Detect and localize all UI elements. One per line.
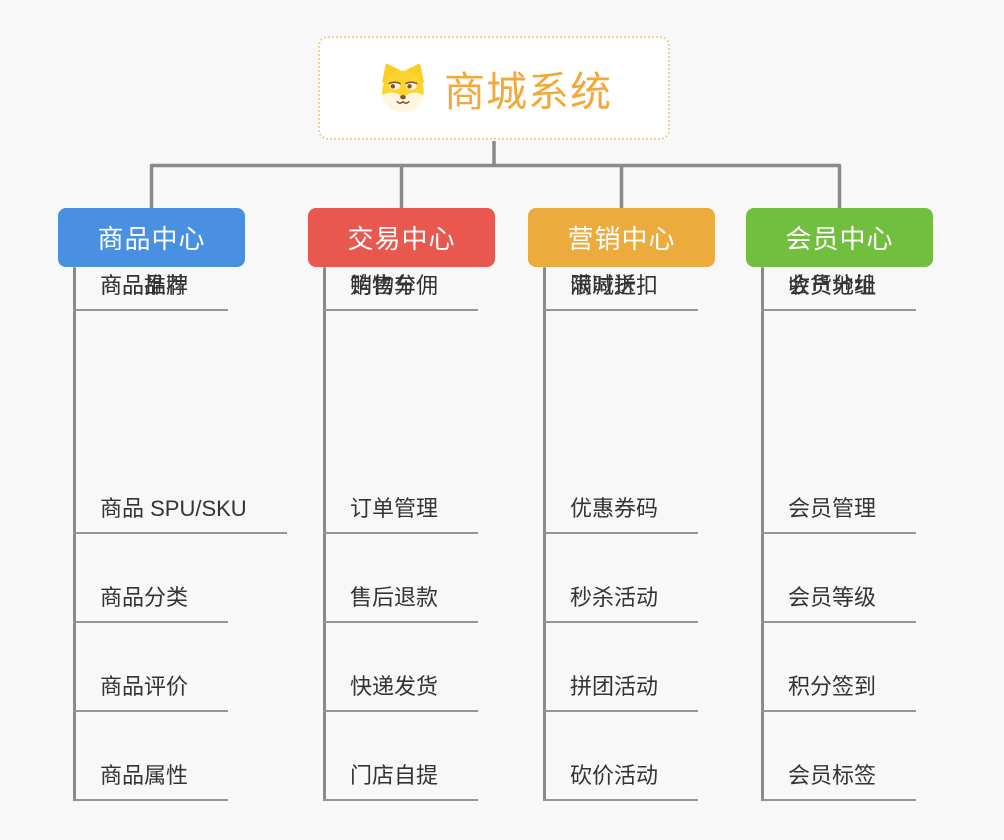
branch-product-center: 商品中心 商品 SPU/SKU 商品分类 商品评价 商品属性 商品推荐 商品品牌 xyxy=(58,208,287,808)
leaf-node[interactable]: 快递发货 xyxy=(323,668,479,712)
leaf-node[interactable]: 商品评价 xyxy=(73,668,229,712)
leaf-node[interactable]: 销售分佣 xyxy=(323,267,479,311)
leaf-node[interactable]: 满减送 xyxy=(543,267,677,311)
branch-header-marketing-center[interactable]: 营销中心 xyxy=(528,208,715,267)
leaf-node[interactable]: 商品品牌 xyxy=(73,267,229,311)
leaf-node[interactable]: 收货地址 xyxy=(761,267,917,311)
branch-marketing-center: 营销中心 优惠券码 秒杀活动 拼团活动 砍价活动 限时折扣 满减送 xyxy=(528,208,715,808)
leaf-node[interactable]: 商品 SPU/SKU xyxy=(73,490,287,534)
branch-bus-line xyxy=(149,163,842,209)
root-title: 商城系统 xyxy=(444,69,612,115)
leaf-node[interactable]: 会员标签 xyxy=(761,757,917,801)
branch-header-trade-center[interactable]: 交易中心 xyxy=(308,208,495,267)
branch-trade-center: 交易中心 订单管理 售后退款 快递发货 门店自提 购物车 销售分佣 xyxy=(308,208,495,808)
leaf-node[interactable]: 商品分类 xyxy=(73,579,229,623)
leaf-node[interactable]: 订单管理 xyxy=(323,490,479,534)
leaf-node[interactable]: 会员管理 xyxy=(761,490,917,534)
branch-header-product-center[interactable]: 商品中心 xyxy=(58,208,245,267)
leaf-node[interactable]: 积分签到 xyxy=(761,668,917,712)
leaf-node[interactable]: 会员等级 xyxy=(761,579,917,623)
leaf-node[interactable]: 优惠券码 xyxy=(543,490,699,534)
leaf-node[interactable]: 砍价活动 xyxy=(543,757,699,801)
branch-header-member-center[interactable]: 会员中心 xyxy=(746,208,933,267)
shiba-dog-icon xyxy=(382,63,424,113)
branch-member-center: 会员中心 会员管理 会员等级 积分签到 会员标签 会员分组 收货地址 xyxy=(746,208,933,808)
leaf-node[interactable]: 商品属性 xyxy=(73,757,229,801)
leaf-node[interactable]: 门店自提 xyxy=(323,757,479,801)
root-node-mall-system[interactable]: 商城系统 xyxy=(318,36,670,140)
leaf-node[interactable]: 拼团活动 xyxy=(543,668,699,712)
leaf-node[interactable]: 秒杀活动 xyxy=(543,579,699,623)
leaf-node[interactable]: 售后退款 xyxy=(323,579,479,623)
